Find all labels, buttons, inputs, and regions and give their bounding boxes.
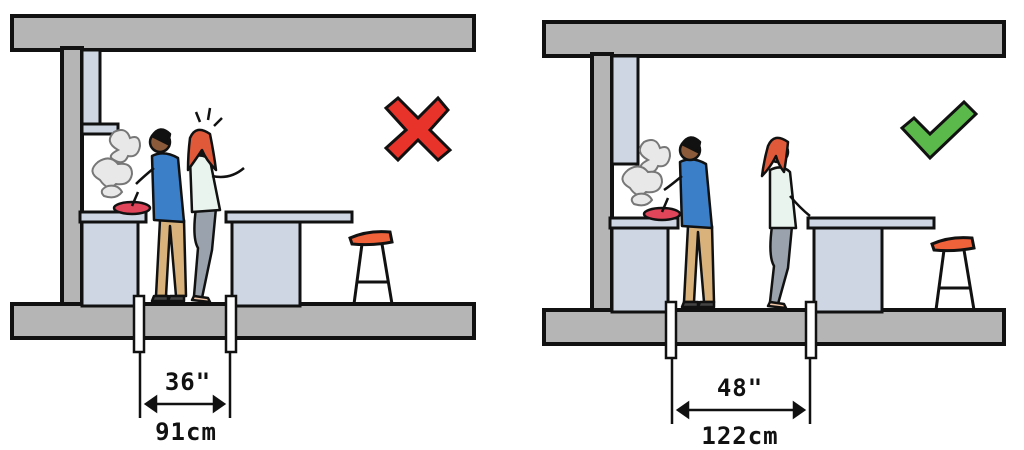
cross-icon bbox=[383, 95, 453, 163]
base-cabinet bbox=[80, 218, 140, 308]
dimension-metric-label: 91cm bbox=[155, 418, 217, 446]
dimension-imperial-label: 48" bbox=[717, 374, 763, 402]
steam-icon bbox=[621, 139, 672, 207]
island-cabinet bbox=[812, 226, 884, 314]
dimension-metric-label: 122cm bbox=[701, 422, 778, 450]
countertop bbox=[608, 216, 680, 230]
island-cabinet bbox=[230, 220, 302, 308]
steam-icon bbox=[91, 129, 142, 199]
stool-icon bbox=[930, 236, 976, 311]
frying-pan bbox=[112, 191, 152, 216]
wall bbox=[590, 52, 614, 314]
dimension-imperial-label: 36" bbox=[165, 368, 211, 396]
island-countertop bbox=[806, 216, 936, 230]
check-icon bbox=[899, 99, 979, 161]
base-cabinet bbox=[610, 224, 670, 314]
man-figure bbox=[135, 128, 188, 303]
upper-cabinet bbox=[80, 48, 102, 130]
range-hood bbox=[80, 122, 120, 136]
dimension-arrow-icon bbox=[664, 300, 818, 424]
woman-figure bbox=[760, 136, 811, 310]
stool-icon bbox=[348, 230, 394, 305]
ceiling-slab bbox=[10, 14, 476, 52]
panel-wide: 48" 122cm bbox=[542, 20, 1006, 450]
alert-marks bbox=[194, 107, 223, 127]
island-countertop bbox=[224, 210, 354, 224]
frying-pan bbox=[642, 197, 682, 222]
floor-slab bbox=[542, 308, 1006, 346]
panel-narrow: 36" 91cm bbox=[10, 14, 476, 446]
floor-slab bbox=[10, 302, 476, 340]
dimension-arrow-icon bbox=[132, 294, 238, 418]
man-figure bbox=[663, 136, 716, 309]
woman-figure bbox=[186, 128, 245, 304]
countertop bbox=[78, 210, 148, 224]
ceiling-slab bbox=[542, 20, 1006, 58]
wall bbox=[60, 46, 84, 308]
upper-cabinet bbox=[610, 54, 640, 166]
